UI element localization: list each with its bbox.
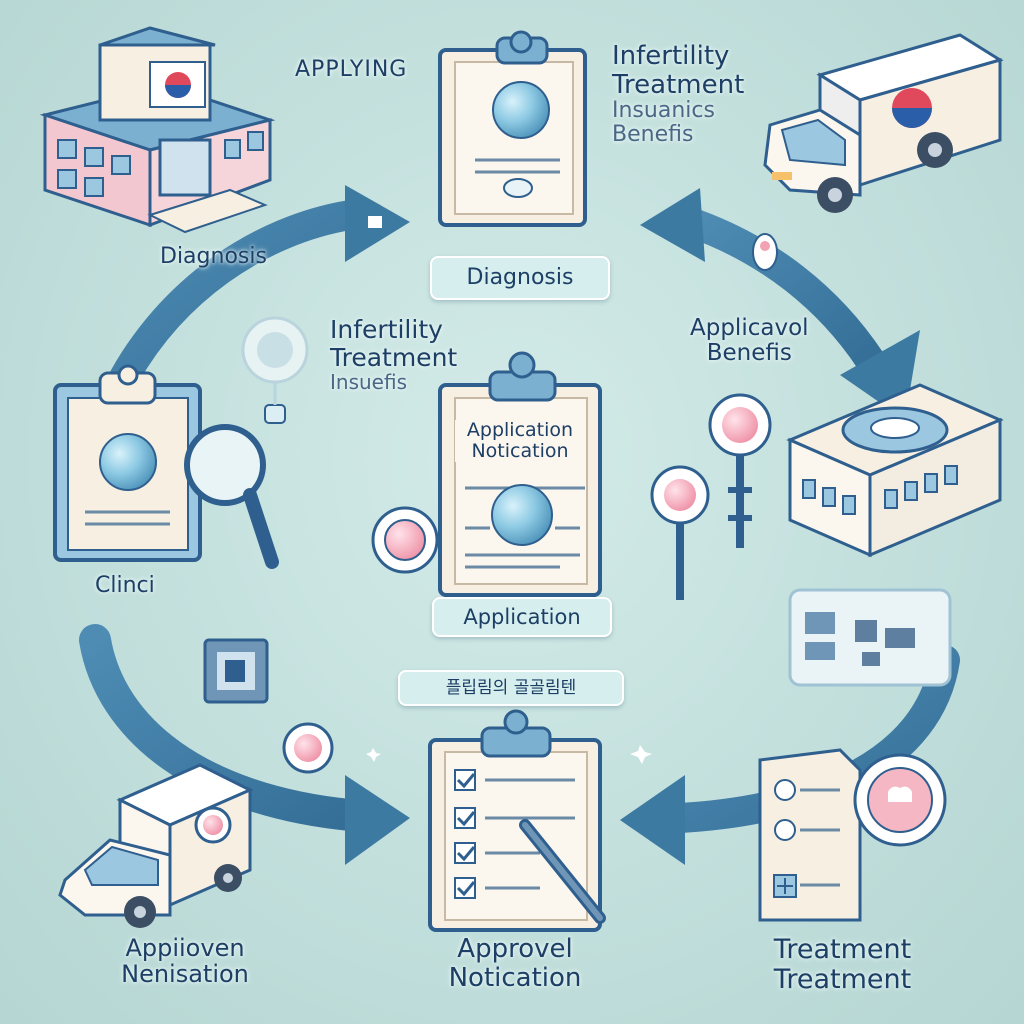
text-line: Infertility [612,41,730,71]
label-infertility-insurance-top: Infertility Treatment Insuanics Benefis [612,42,744,148]
text-line: Nenisation [121,960,249,989]
text-line: Application [466,419,574,441]
magnifier-icon [184,424,279,569]
label-applying: APPLYING [295,57,408,82]
insurance-card-icon [788,588,952,687]
clipboard-application-icon [438,351,602,597]
small-pink-badge-icon [282,722,334,774]
sparkle-icon [366,745,652,764]
diagnosis-pill: Diagnosis [430,256,610,300]
arrow-insurance-to-benefits [640,188,920,420]
clipboard-clinic-icon [53,364,202,562]
label-approval-center: Approvel Notication [425,935,605,992]
arrow-clinic-to-approval [79,624,410,865]
label-clinic: Clinci [95,573,155,598]
text-line: Applicavol [690,315,809,341]
delivery-truck-icon [763,33,1004,213]
ambulance-van-icon [58,763,254,928]
text-line: Benefis [706,340,792,367]
text-line: Treatment [773,934,912,965]
clipboard-applying-icon [438,30,587,227]
application-pill: Application [432,597,612,637]
label-application-notice: Application Notication [455,420,585,462]
hospital-icon [39,26,276,234]
label-infertility-insurance-mid: Infertility Treatment Insuefis [330,316,457,393]
pink-badge-icon [371,506,439,574]
pin-icon [752,233,778,271]
checklist-clipboard-icon [428,709,606,932]
text-line: Notication [471,439,569,462]
text-line: Benefis [612,122,694,148]
pin-marker-icon [650,393,772,600]
text-line: Appiioven [125,934,245,962]
pharmacy-box-icon [786,383,1004,558]
text-line: Treatment [330,342,458,372]
text-line: Insuefis [330,370,407,394]
text-line: Insuanics [612,98,715,124]
arrow-diagnosis-to-applying [105,185,410,400]
label-applicavol-benefis: Applicavol Benefis [690,315,809,367]
text-line: Infertility [330,315,443,344]
korean-pill: 플립림의 골골림텐 [398,670,624,706]
document-box-icon [203,638,269,704]
text-line: Treatment [612,69,745,100]
label-diagnosis-left: Diagnosis [160,244,267,269]
text-line: Treatment [773,963,912,995]
label-approval-left: Appiioven Nenisation [100,935,270,988]
label-treatment: Treatment Treatment [755,935,930,994]
heart-badge-icon [853,753,947,847]
treatment-document-icon [758,748,862,922]
text-line: Notication [448,962,582,993]
text-line: Approvel [457,934,573,964]
location-pin-icon [241,316,309,424]
